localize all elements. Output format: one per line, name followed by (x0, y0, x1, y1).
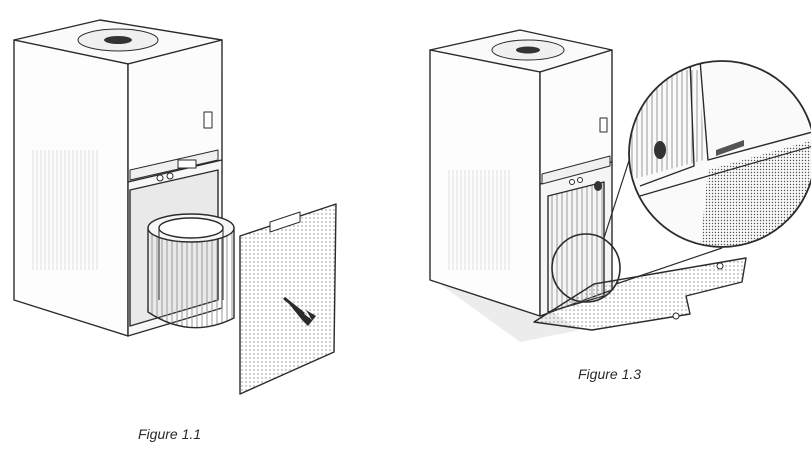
figure-1-1-drawing (13, 19, 337, 395)
figure-1-3-drawing (429, 29, 811, 342)
display-ring (104, 36, 132, 44)
floor-panel (533, 257, 747, 331)
front-panel (239, 203, 337, 395)
figure-caption-1-3: Figure 1.3 (578, 366, 642, 382)
zoom-detail (629, 61, 811, 247)
figure-caption-1-1: Figure 1.1 (138, 426, 202, 442)
detail-callout (551, 233, 621, 303)
cylindrical-filter (147, 213, 235, 329)
